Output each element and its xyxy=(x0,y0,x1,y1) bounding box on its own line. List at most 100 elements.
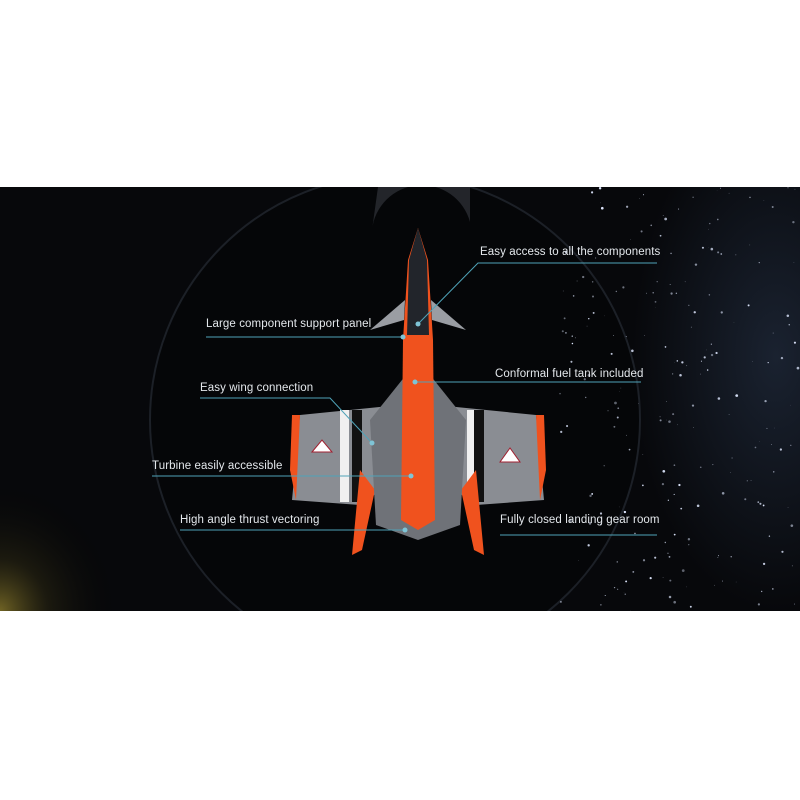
star xyxy=(747,304,750,307)
star xyxy=(666,401,667,403)
star xyxy=(715,351,718,355)
star xyxy=(650,224,653,227)
star xyxy=(680,507,683,510)
star xyxy=(681,569,685,573)
star xyxy=(591,493,594,495)
star xyxy=(706,349,707,351)
jet-illustration xyxy=(0,187,800,611)
star xyxy=(576,255,578,256)
star xyxy=(668,595,672,599)
star xyxy=(644,335,645,336)
callout-fuel-tank: Conformal fuel tank included xyxy=(495,368,644,380)
star xyxy=(781,550,784,553)
star xyxy=(696,504,700,508)
star xyxy=(790,444,792,446)
star xyxy=(676,360,679,362)
star xyxy=(779,448,783,451)
star xyxy=(617,588,619,590)
star xyxy=(654,300,657,303)
star xyxy=(639,198,640,199)
star xyxy=(613,335,615,336)
star xyxy=(681,361,684,364)
star xyxy=(571,342,574,345)
star xyxy=(662,469,666,473)
star xyxy=(622,286,625,289)
star xyxy=(587,374,591,377)
star xyxy=(664,346,667,348)
star xyxy=(568,519,572,523)
star xyxy=(576,280,578,282)
star xyxy=(787,187,789,189)
star xyxy=(662,576,664,578)
star xyxy=(667,552,669,555)
star xyxy=(623,510,627,514)
star xyxy=(793,262,795,263)
callout-thrust-vectoring: High angle thrust vectoring xyxy=(180,514,320,526)
star xyxy=(750,480,752,481)
star xyxy=(640,230,643,233)
star xyxy=(641,484,644,487)
star xyxy=(563,317,566,320)
star xyxy=(730,556,732,558)
star xyxy=(759,502,762,505)
star xyxy=(645,292,647,294)
star xyxy=(752,361,753,363)
star xyxy=(754,446,757,449)
star xyxy=(571,335,573,337)
star xyxy=(589,494,592,498)
star xyxy=(615,290,617,293)
star xyxy=(673,600,676,604)
star xyxy=(735,254,737,256)
star xyxy=(764,399,767,403)
star xyxy=(595,257,597,259)
star xyxy=(625,434,627,436)
star xyxy=(599,512,603,515)
star xyxy=(561,330,564,333)
star xyxy=(619,391,620,393)
star xyxy=(643,194,645,196)
star xyxy=(791,565,793,567)
star xyxy=(625,335,627,338)
star xyxy=(625,580,628,583)
star xyxy=(603,465,605,467)
star xyxy=(793,603,796,605)
star xyxy=(590,191,594,194)
star xyxy=(600,604,602,606)
star xyxy=(586,325,588,327)
star xyxy=(793,341,797,344)
star xyxy=(712,464,714,466)
callout-turbine: Turbine easily accessible xyxy=(152,460,283,472)
star xyxy=(642,559,646,562)
star xyxy=(768,535,771,537)
star xyxy=(656,280,658,283)
star xyxy=(787,507,789,508)
star xyxy=(588,522,592,525)
star xyxy=(600,206,604,210)
star xyxy=(691,404,695,407)
star xyxy=(592,311,595,314)
star xyxy=(631,349,634,353)
star xyxy=(771,205,774,208)
callout-landing-gear: Fully closed landing gear room xyxy=(500,514,660,526)
star xyxy=(642,454,644,455)
star xyxy=(678,483,681,487)
star xyxy=(771,444,772,446)
star xyxy=(634,532,636,535)
star xyxy=(659,416,661,418)
star xyxy=(574,337,576,339)
star xyxy=(617,407,620,410)
star xyxy=(788,324,790,326)
star xyxy=(774,427,775,429)
star xyxy=(583,378,586,381)
star xyxy=(629,239,631,240)
star xyxy=(560,430,563,433)
star xyxy=(757,501,760,503)
star xyxy=(673,464,676,467)
star xyxy=(794,188,796,190)
star xyxy=(772,588,774,590)
star xyxy=(760,590,763,593)
star xyxy=(772,332,774,334)
star xyxy=(670,292,673,295)
star xyxy=(610,352,613,355)
star xyxy=(708,294,711,296)
